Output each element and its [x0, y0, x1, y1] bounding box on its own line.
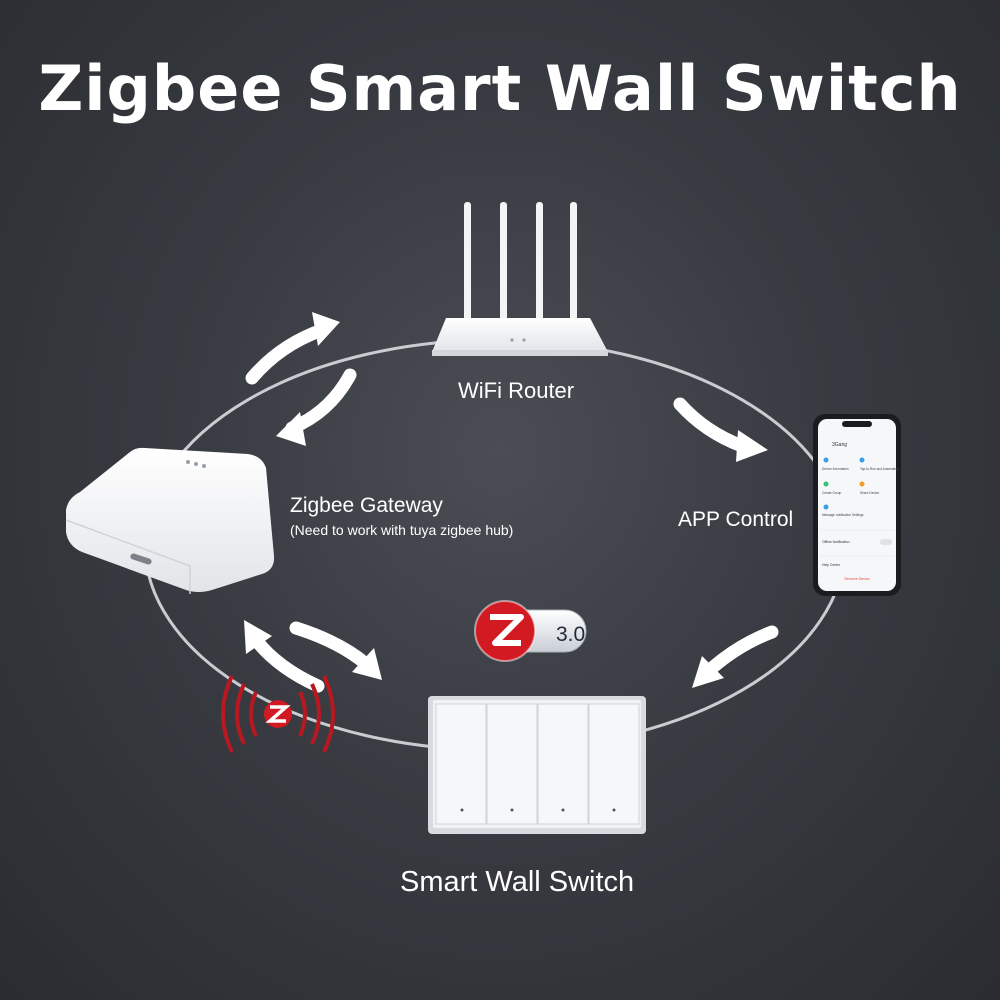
wall-switch-image — [428, 696, 646, 834]
phone-help: Help Center — [822, 563, 841, 567]
zigbee-3-badge: 3.0 — [474, 600, 587, 662]
phone-offline: Offline Notification — [822, 540, 850, 544]
phone-item-2: Tap-to-Run and Automation — [860, 467, 899, 471]
phone-item-3: Create Group — [822, 491, 842, 495]
app-control-label: APP Control — [678, 508, 794, 531]
page-title: Zigbee Smart Wall Switch — [38, 52, 962, 125]
gateway-note: (Need to work with tuya zigbee hub) — [290, 522, 514, 538]
arrow-router-to-app — [673, 397, 768, 462]
zigbee-gateway-image — [65, 447, 275, 594]
zigbee-version: 3.0 — [556, 623, 585, 646]
phone-item-4: Share Device — [860, 491, 879, 495]
phone-item-5: Message notification Settings — [822, 513, 864, 517]
gateway-label: Zigbee Gateway — [290, 494, 443, 517]
arrow-switch-to-gateway — [244, 620, 325, 693]
arrow-gateway-from-router — [276, 368, 357, 446]
smartphone-image: 3Gang Device Information Tap-to-Run and … — [813, 414, 901, 596]
wifi-router-image — [432, 202, 608, 356]
phone-item-1: Device Information — [822, 467, 849, 471]
arrow-router-to-gateway — [245, 312, 340, 385]
phone-header: 3Gang — [832, 442, 847, 448]
arrow-app-to-switch — [692, 625, 779, 688]
phone-remove: Remove Device — [844, 577, 869, 581]
arrow-gateway-to-switch — [289, 621, 382, 680]
switch-label: Smart Wall Switch — [400, 866, 635, 898]
router-label: WiFi Router — [458, 378, 575, 403]
zigbee-signal-icon — [221, 675, 335, 753]
